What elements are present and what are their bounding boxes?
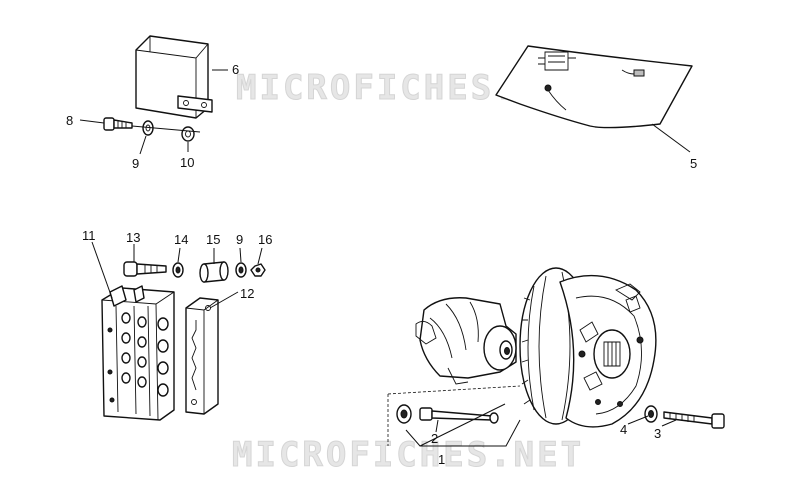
spacer-15[interactable] [199,261,229,283]
axis-line-top [131,125,201,133]
nut-16[interactable] [250,263,266,277]
callout-12: 12 [240,286,254,301]
diode-row [121,312,169,397]
callout-8: 8 [66,113,73,128]
alternator-assembly[interactable] [415,267,657,428]
callout-2: 2 [431,431,438,446]
callout-3: 3 [654,426,661,441]
callout-5: 5 [690,156,697,171]
diode-plate-assembly[interactable] [101,285,175,421]
washer-14[interactable] [172,262,184,278]
voltage-regulator[interactable] [135,35,213,119]
watermark-bottom: MICROFICHES.NET [231,435,585,476]
callout-11: 11 [82,228,96,243]
washer-10[interactable] [181,126,195,142]
callout-4: 4 [620,422,627,437]
callout-6: 6 [232,62,239,77]
callout-labels: 6 8 9 10 5 11 13 14 15 9 16 12 2 4 3 1 [66,62,697,467]
guide-line [387,385,521,446]
long-bolt-3[interactable] [663,411,725,429]
callout-14: 14 [174,232,188,247]
leader-lines [79,69,691,447]
insulating-plate-12[interactable] [185,297,219,415]
washer-1-ring[interactable] [396,404,412,424]
callout-9-top: 9 [132,156,139,171]
screw-8[interactable] [103,117,133,131]
washer-9-middle[interactable] [235,262,247,278]
callout-16: 16 [258,232,272,247]
callout-15: 15 [206,232,220,247]
washer-4[interactable] [644,405,658,423]
callout-9-middle: 9 [236,232,243,247]
long-bolt-2[interactable] [419,407,499,424]
callout-1: 1 [438,452,445,467]
bolt-13[interactable] [123,261,167,277]
callout-10: 10 [180,155,194,170]
washer-9-top[interactable] [142,120,154,136]
wiring-diagram-sheet[interactable] [495,45,693,129]
callout-13: 13 [126,230,140,245]
